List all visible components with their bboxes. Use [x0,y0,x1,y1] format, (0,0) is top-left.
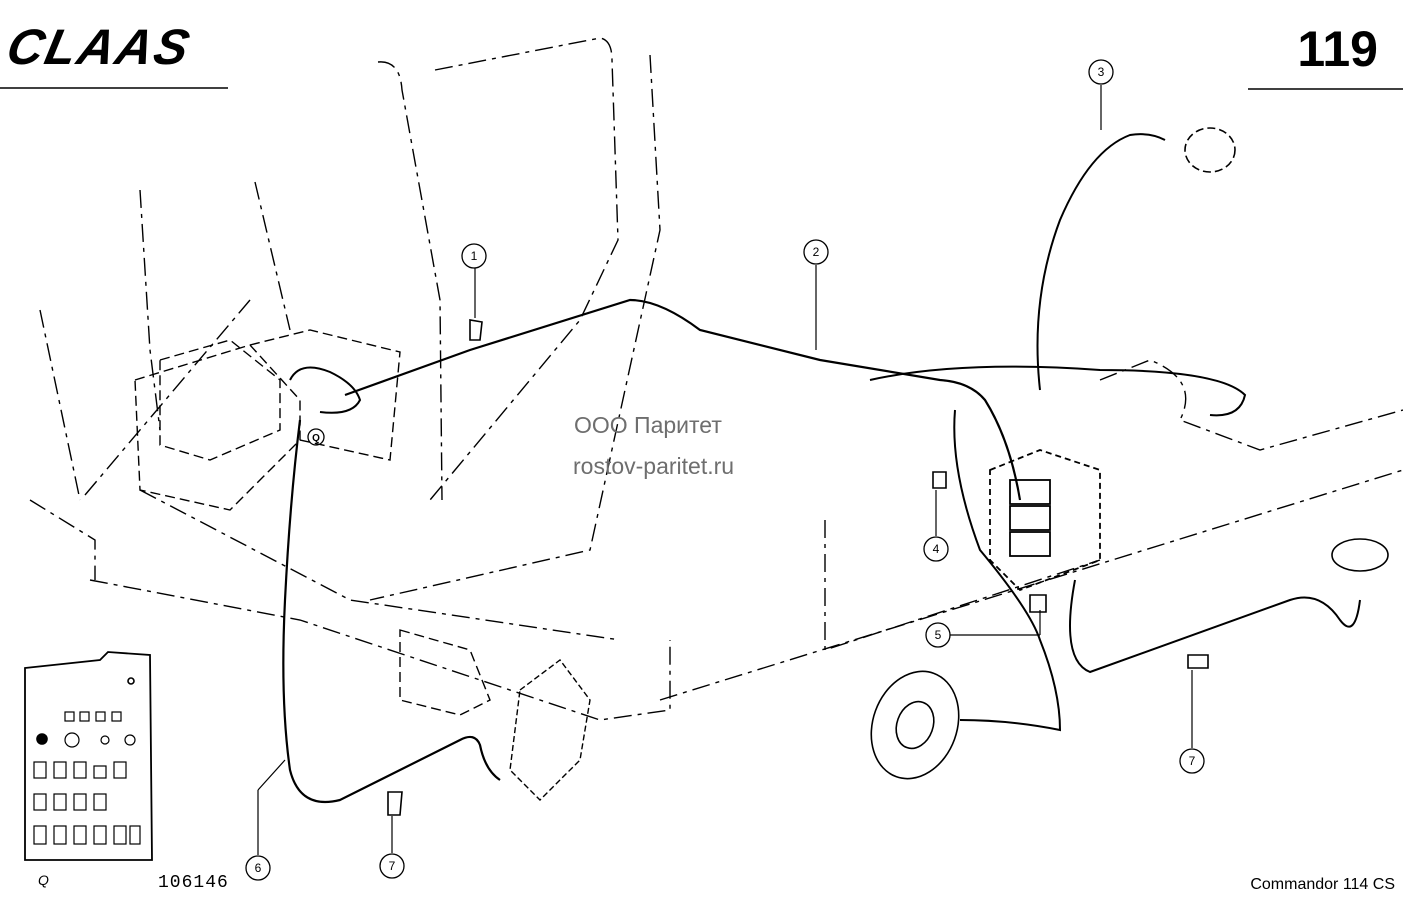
detail-q-label: Q [312,433,320,444]
clip-1 [469,319,483,341]
drawing-number: 106146 [158,873,229,893]
battery-boxes [134,329,491,716]
watermark-company: ООО Паритет [574,412,722,438]
main-harness-cable [344,298,1022,501]
brand-logo: CLAAS [2,19,197,75]
clip-5 [1029,594,1047,613]
callout-6: 6 [255,861,262,875]
harness-branch-right [869,365,1247,417]
inset-label: Q [38,872,49,888]
clip-7b [1187,654,1209,669]
callout-7-right: 7 [1189,754,1196,768]
fan-gear [509,659,591,801]
page-number: 119 [1297,21,1378,77]
wheel-disc [870,670,960,780]
callout-5: 5 [935,628,942,642]
callout-3: 3 [1098,65,1105,79]
harness-cable-6 [282,419,501,804]
inset-dot-2 [127,677,135,685]
inset-panel-elements [33,711,141,845]
callout-1: 1 [471,249,478,263]
clip-4 [932,471,947,489]
callout-4: 4 [933,542,940,556]
inset-panel-q [24,651,153,861]
cab-outline [29,37,1403,721]
harness-loop-q [289,366,362,414]
harness-branch-lower [953,409,1062,732]
valve-block [989,449,1101,592]
callout-7-left: 7 [389,859,396,873]
motor-connector [1331,538,1389,572]
harness-cable-right-lower [1069,579,1361,674]
leader-lines [257,85,1193,855]
callout-2: 2 [813,245,820,259]
inset-indicator-dot [36,733,48,745]
sensor-cable-3 [1036,133,1166,391]
clip-7a [387,791,403,816]
sensor-ring [1184,127,1236,173]
watermark-url: rostov-paritet.ru [573,453,735,479]
model-name: Commandor 114 CS [1250,876,1395,893]
callout-circles [245,59,1205,881]
